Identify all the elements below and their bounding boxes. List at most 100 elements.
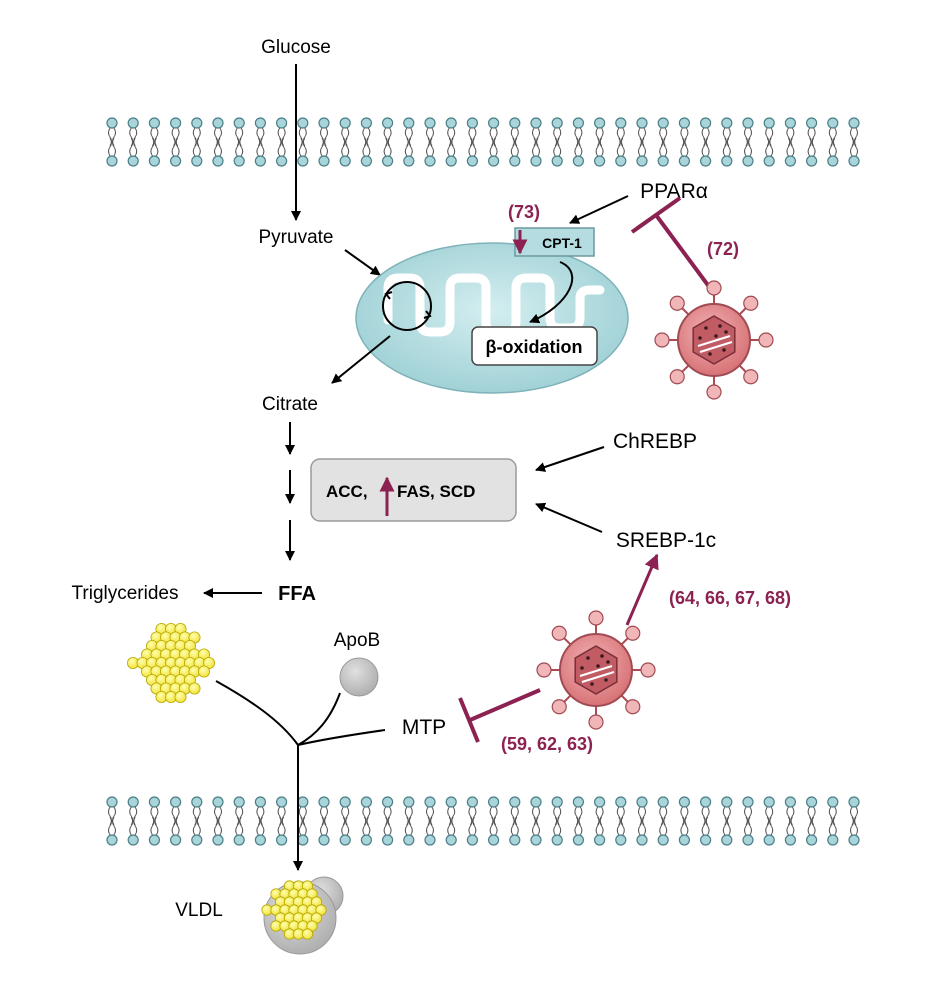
phospholipid <box>657 117 669 167</box>
phospholipid <box>148 796 160 846</box>
cpt1-betaox-arrow <box>529 261 574 324</box>
phospholipid <box>424 117 436 167</box>
apob-assembly-line <box>297 692 341 746</box>
phospholipid <box>148 117 160 167</box>
ppara-inhibition-bar <box>630 196 682 234</box>
phospholipid <box>276 117 288 167</box>
mito-citrate-arrow <box>331 335 391 384</box>
ppara-cpt1-arrow <box>569 195 629 224</box>
phospholipid <box>721 796 733 846</box>
phospholipid <box>445 796 457 846</box>
cpt1-box: CPT-1 <box>514 227 595 257</box>
phospholipid <box>615 117 627 167</box>
phospholipid <box>106 117 118 167</box>
apob-label: ApoB <box>334 630 380 651</box>
phospholipid <box>297 796 309 846</box>
citrate-label: Citrate <box>262 394 318 415</box>
phospholipid <box>509 117 521 167</box>
phospholipid <box>742 796 754 846</box>
phospholipid <box>848 117 860 167</box>
phospholipid <box>551 117 563 167</box>
chrebp-label: ChREBP <box>613 430 697 453</box>
tca-cycle-icon <box>382 281 432 331</box>
phospholipid <box>763 796 775 846</box>
phospholipid <box>254 117 266 167</box>
ppara-label: PPARα <box>640 180 708 203</box>
phospholipid <box>297 117 309 167</box>
phospholipid <box>805 796 818 846</box>
pyruvate-mito-arrow <box>344 249 381 276</box>
phospholipid <box>212 117 224 167</box>
hcv-virus-icon <box>654 280 774 400</box>
lipogenic-enzymes-box: ACC, FAS, SCD <box>310 458 517 522</box>
phospholipid <box>699 117 712 167</box>
phospholipid <box>763 117 775 167</box>
phospholipid <box>318 117 330 167</box>
srebp-enzymes-arrow <box>535 502 603 533</box>
phospholipid <box>339 117 351 167</box>
phospholipid <box>191 117 203 167</box>
phospholipid <box>827 117 839 167</box>
phospholipid <box>615 796 627 846</box>
phospholipid <box>254 796 266 846</box>
phospholipid <box>572 117 585 167</box>
phospholipid <box>509 796 521 846</box>
enzymes-acc-label: ACC, <box>326 482 368 501</box>
virus-mtp-inhibition <box>469 688 541 722</box>
phospholipid <box>848 796 860 846</box>
lipid-droplet <box>127 623 215 704</box>
phospholipid <box>551 796 563 846</box>
beta-oxidation-label: β-oxidation <box>486 337 583 357</box>
hcv-virus-icon <box>536 610 656 730</box>
phospholipid <box>360 796 372 846</box>
phospholipid <box>678 117 691 167</box>
phospholipid <box>318 796 330 846</box>
mtp-inhibition-bar <box>458 697 480 743</box>
triglycerides-label: Triglycerides <box>72 583 179 604</box>
phospholipid <box>721 117 733 167</box>
phospholipid <box>445 117 457 167</box>
phospholipid <box>636 117 648 167</box>
phospholipid <box>636 796 648 846</box>
phospholipid <box>191 796 203 846</box>
phospholipid <box>212 796 224 846</box>
phospholipid <box>827 796 839 846</box>
phospholipid <box>466 117 478 167</box>
phospholipid <box>530 117 542 167</box>
phospholipid <box>127 117 139 167</box>
srebp-label: SREBP-1c <box>616 529 716 552</box>
cpt1-label: CPT-1 <box>542 235 582 251</box>
virus-srebp-activation <box>625 553 659 626</box>
phospholipid <box>678 796 691 846</box>
phospholipid <box>488 796 500 846</box>
cpt1-reference: (73) <box>508 202 540 222</box>
chrebp-enzymes-arrow <box>535 446 605 472</box>
lipid-assembly-line <box>215 680 299 746</box>
glucose-label: Glucose <box>261 37 331 58</box>
phospholipid <box>233 117 245 167</box>
vldl-particle <box>261 876 344 955</box>
phospholipid <box>276 796 288 846</box>
phospholipid <box>805 117 818 167</box>
phospholipid <box>403 796 415 846</box>
mtp-label: MTP <box>402 716 446 739</box>
phospholipid <box>466 796 478 846</box>
phospholipid <box>657 796 669 846</box>
phospholipid <box>403 117 415 167</box>
phospholipid <box>382 117 394 167</box>
mtp-reference: (59, 62, 63) <box>501 734 593 754</box>
phospholipid <box>530 796 542 846</box>
phospholipid <box>424 796 436 846</box>
phospholipid <box>233 796 245 846</box>
cell-membrane-top <box>106 117 860 167</box>
cell-membrane-bottom <box>106 796 860 846</box>
phospholipid <box>742 117 754 167</box>
ffa-label: FFA <box>278 583 316 605</box>
phospholipid <box>593 117 606 167</box>
phospholipid <box>170 796 182 846</box>
phospholipid <box>382 796 394 846</box>
phospholipid <box>170 117 182 167</box>
phospholipid <box>784 796 797 846</box>
phospholipid <box>339 796 351 846</box>
